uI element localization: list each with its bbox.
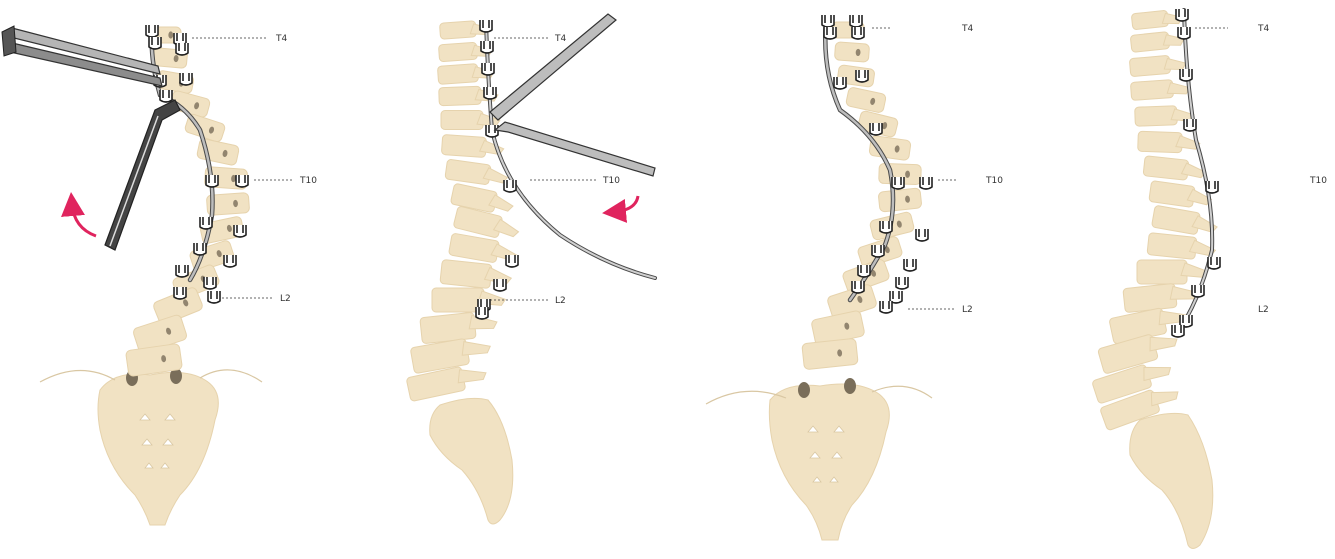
pedicle-hook: [896, 277, 908, 289]
vertebral-column: [406, 20, 521, 402]
t4-label: T4: [961, 24, 973, 34]
t4-label: T4: [554, 34, 566, 44]
t10-label: T10: [299, 176, 317, 186]
pedicle-hook: [1184, 119, 1196, 131]
pedicle-hook: [206, 175, 218, 187]
pedicle-hook: [870, 123, 882, 135]
pedicle-hook: [236, 175, 248, 187]
t10-label: T10: [602, 176, 620, 186]
pedicle-hook: [850, 15, 862, 27]
pedicle-hook: [1172, 325, 1184, 337]
pedicle-hook: [1192, 285, 1204, 297]
l5-foramen-right: [844, 378, 856, 394]
pedicle-hook: [481, 41, 493, 53]
l5-foramen-left: [798, 382, 810, 398]
pedicle-hook: [880, 221, 892, 233]
pedicle-hook: [208, 291, 220, 303]
pedicle-hook: [476, 307, 488, 319]
pedicle-hook: [824, 27, 836, 39]
pedicle-hook: [174, 287, 186, 299]
vertebral-column: [1092, 9, 1219, 431]
pedicle-hook: [146, 25, 158, 37]
rod-holder-tool: [105, 100, 180, 250]
pedicle-hook: [234, 225, 246, 237]
t4-label: T4: [275, 34, 287, 44]
vertebra: [1138, 131, 1200, 153]
sacrum: [98, 372, 218, 525]
vertebra: [878, 188, 922, 212]
pedicle-hook: [176, 43, 188, 55]
pedicle-hook: [1206, 181, 1218, 193]
l2-label: L2: [962, 305, 973, 315]
vertebra: [1143, 156, 1207, 182]
pedicle-hook: [484, 87, 496, 99]
l2-label: L2: [1258, 305, 1269, 315]
vertebra: [802, 338, 858, 370]
panel-3: T4 T10 L2: [706, 15, 1003, 540]
panel-4: T4 T10 L2: [1092, 9, 1328, 549]
pedicle-hook: [200, 217, 212, 229]
vertebra: [1131, 9, 1183, 30]
pedicle-hook: [180, 73, 192, 85]
vertebra: [1130, 30, 1185, 52]
pedicle-hook: [880, 301, 892, 313]
l2-label: L2: [555, 296, 566, 306]
pedicle-hook: [858, 265, 870, 277]
pedicle-hook: [822, 15, 834, 27]
rotation-arrow-clockwise: [614, 196, 638, 212]
t10-label: T10: [1309, 176, 1327, 186]
pedicle-hook: [834, 77, 846, 89]
pedicle-hook: [176, 265, 188, 277]
pedicle-hook: [1176, 9, 1188, 21]
pedicle-hook: [852, 281, 864, 293]
sacrum: [430, 398, 513, 524]
vertebra: [445, 159, 509, 187]
rod-bender-tool: [2, 26, 162, 86]
rod-pusher-tool: [495, 122, 655, 176]
vertebra: [1147, 233, 1217, 262]
pedicle-hook: [904, 259, 916, 271]
t4-label: T4: [1257, 24, 1269, 34]
vertebra: [1129, 54, 1186, 77]
pedicle-hook: [224, 255, 236, 267]
pedicle-hook: [1208, 257, 1220, 269]
pedicle-hook: [920, 177, 932, 189]
pedicle-hook: [494, 279, 506, 291]
pedicle-hook: [1178, 27, 1190, 39]
pedicle-hook: [480, 20, 492, 32]
panel-1: T4 T10 L2: [2, 25, 317, 525]
vertebra: [834, 42, 869, 62]
pedicle-hook: [1180, 69, 1192, 81]
sacrum: [1130, 413, 1213, 548]
vertebra: [1137, 260, 1208, 284]
pedicle-hook: [872, 245, 884, 257]
pedicle-hook: [160, 90, 172, 102]
pedicle-hook: [852, 27, 864, 39]
pedicle-hook: [486, 125, 498, 137]
pedicle-hook: [194, 243, 206, 255]
pedicle-hook: [482, 63, 494, 75]
pedicle-hook: [204, 277, 216, 289]
vertebra: [869, 135, 911, 160]
rotation-arrow-counterclockwise: [72, 204, 96, 236]
pedicle-hook: [506, 255, 518, 267]
t10-label: T10: [985, 176, 1003, 186]
vertebra: [1130, 78, 1190, 100]
l2-label: L2: [280, 294, 291, 304]
vertebra: [845, 87, 886, 113]
pedicle-hook: [149, 37, 161, 49]
rod-holder-tool: [490, 14, 616, 120]
panel-2: T4 T10 L2: [406, 14, 655, 524]
sacrum: [769, 384, 889, 540]
pedicle-hook: [892, 177, 904, 189]
pedicle-hook: [916, 229, 928, 241]
pedicle-hook: [856, 70, 868, 82]
vertebra: [1123, 281, 1199, 313]
pedicle-hook: [504, 180, 516, 192]
